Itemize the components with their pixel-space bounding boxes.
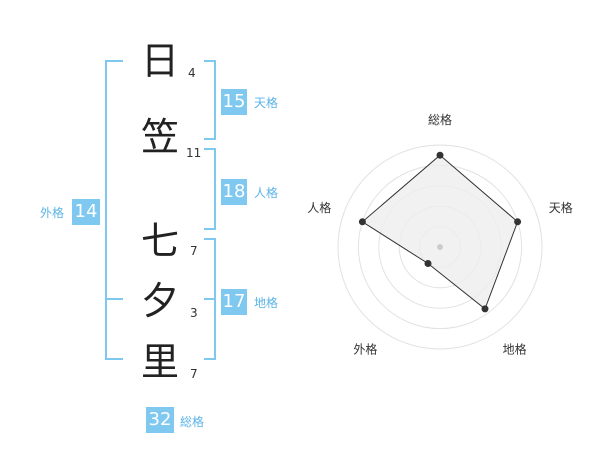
radar-point-2 xyxy=(514,218,522,226)
radar-point-4 xyxy=(424,260,432,267)
stroke-count-3: 7 xyxy=(190,244,198,258)
stroke-count-2: 11 xyxy=(186,146,202,160)
chikaku-value-badge: 17 xyxy=(221,289,247,315)
name-char-1: 日 xyxy=(140,39,179,83)
radar-axis-label: 天格 xyxy=(549,200,573,215)
name-char-2: 笠 xyxy=(140,115,179,159)
radar-axis-label: 総格 xyxy=(428,112,452,127)
name-char-5: 里 xyxy=(140,340,179,384)
radar-axis-label: 外格 xyxy=(353,342,377,357)
radar-center-dot xyxy=(437,244,443,250)
soukaku-label: 総格 xyxy=(180,415,205,429)
name-char-3: 七 xyxy=(140,219,179,263)
radar-axis-label: 人格 xyxy=(307,200,331,215)
tenkaku-value-badge: 15 xyxy=(221,89,247,115)
gaikaku-label: 外格 xyxy=(40,206,65,220)
chikaku-label: 地格 xyxy=(254,296,279,310)
jinkaku-label: 人格 xyxy=(254,186,279,200)
radar-data-shape xyxy=(361,154,519,310)
tenkaku-label: 天格 xyxy=(254,96,279,110)
radar-point-5 xyxy=(358,218,366,226)
gaikaku-value-badge: 14 xyxy=(72,199,100,225)
radar-axis-label: 地格 xyxy=(503,342,527,357)
jinkaku-value-badge: 18 xyxy=(221,179,247,205)
stroke-count-1: 4 xyxy=(188,66,196,80)
radar-grid-ring xyxy=(337,144,543,350)
radar-point-1 xyxy=(436,151,444,159)
stroke-count-5: 7 xyxy=(190,367,198,381)
soukaku-value-badge: 32 xyxy=(146,407,174,433)
stroke-count-4: 3 xyxy=(190,306,198,320)
radar-point-3 xyxy=(481,305,489,313)
name-char-4: 夕 xyxy=(140,279,179,323)
